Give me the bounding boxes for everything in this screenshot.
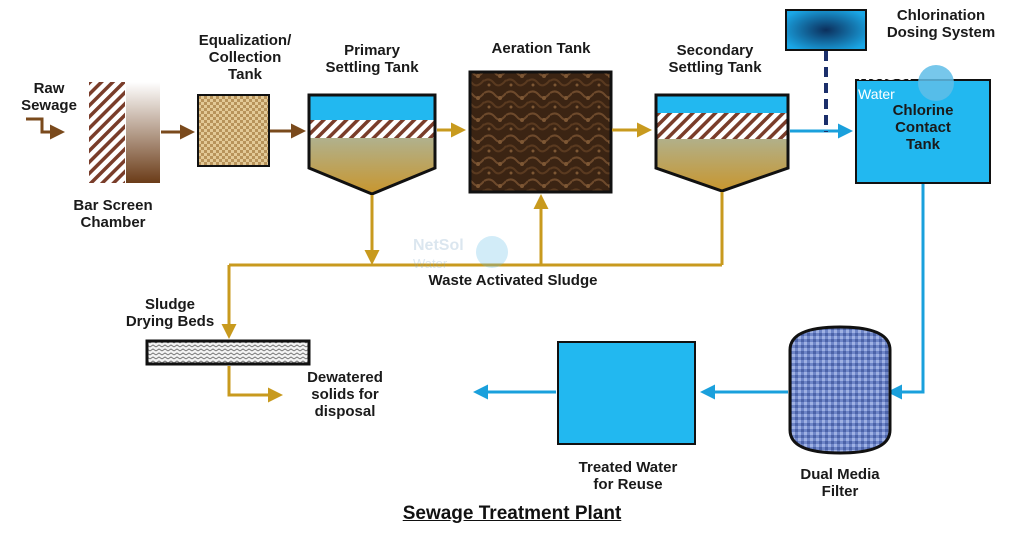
label-equalization: Equalization/ Collection Tank [198, 32, 292, 83]
label-waste-sludge: Waste Activated Sludge [428, 272, 598, 289]
aeration-tank [468, 70, 613, 194]
netsol-logo-watermark: NetSol Water [413, 236, 508, 271]
logo-brand-top: NetSol [858, 65, 912, 84]
equalization-tank [197, 94, 270, 167]
label-dewatered: Dewatered solids for disposal [307, 369, 383, 420]
dual-media-filter [788, 325, 892, 455]
bar-screen-chamber [89, 82, 160, 183]
netsol-logo-top: NetSol Water [858, 65, 954, 102]
label-chlorination: Chlorination Dosing System [886, 7, 996, 41]
raw-sewage-inlet-arrow [26, 117, 65, 140]
sludge-drying-bed [145, 339, 311, 366]
diagram-title: Sewage Treatment Plant [402, 503, 622, 524]
label-bar-screen: Bar Screen Chamber [73, 197, 153, 231]
label-treated-water: Treated Water for Reuse [578, 459, 678, 493]
diagram-title-wrap: Sewage Treatment Plant [0, 503, 1024, 525]
logo-brand-mid: NetSol [413, 237, 464, 254]
logo-sub-mid: Water [413, 256, 448, 271]
label-sludge-beds: Sludge Drying Beds [125, 296, 215, 330]
primary-settling-tank [307, 93, 437, 196]
label-chlorine-contact: Chlorine Contact Tank [892, 102, 954, 153]
label-aeration: Aeration Tank [491, 40, 591, 57]
waste-sludge-lines [227, 192, 724, 332]
label-primary: Primary Settling Tank [325, 42, 419, 76]
label-raw-sewage: Raw Sewage [21, 80, 77, 114]
contact-to-filter-line [887, 184, 925, 400]
label-secondary: Secondary Settling Tank [668, 42, 762, 76]
secondary-settling-tank [654, 93, 790, 193]
dewatered-solids-arrow [227, 366, 283, 403]
logo-sub-top: Water [858, 86, 895, 102]
chlorination-dosing-unit [785, 9, 867, 51]
treated-water-tank [557, 341, 696, 445]
chlorine-contact-tank [855, 79, 991, 184]
label-dual-media: Dual Media Filter [800, 466, 880, 500]
